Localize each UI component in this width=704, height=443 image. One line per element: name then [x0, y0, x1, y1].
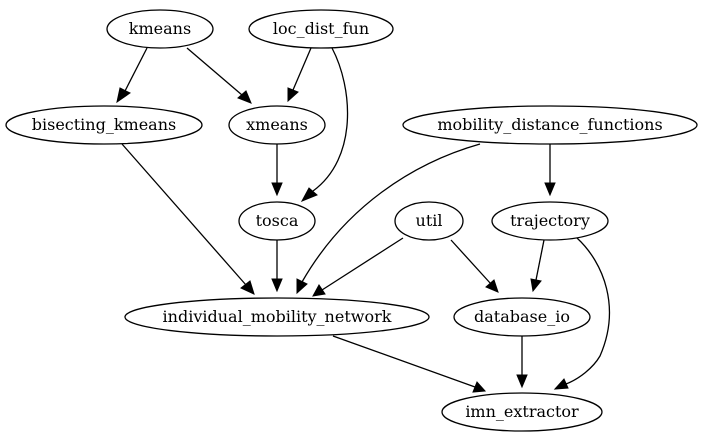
edge-tosca-to-individual_mobility_network [271, 240, 283, 293]
node-label: util [416, 211, 443, 230]
edge-trajectory-to-database_io [530, 239, 545, 293]
node-kmeans: kmeans [106, 9, 214, 49]
node-label: mobility_distance_functions [437, 115, 662, 134]
edge-line [450, 239, 492, 285]
node-label: individual_mobility_network [163, 307, 392, 326]
arrowhead [296, 278, 308, 295]
arrowhead [300, 187, 318, 202]
arrowhead [287, 87, 299, 103]
node-label: database_io [474, 307, 570, 326]
edge-line [535, 239, 545, 281]
edge-line [186, 47, 243, 96]
edge-line [332, 335, 476, 388]
node-label: tosca [256, 211, 299, 230]
node-ellipse [248, 9, 394, 49]
arrowhead [544, 182, 556, 197]
node-ellipse [441, 392, 603, 432]
arrowhead [530, 278, 542, 293]
arrowhead [271, 278, 283, 293]
node-util: util [394, 201, 464, 241]
node-ellipse [453, 297, 591, 337]
node-database_io: database_io [453, 297, 591, 337]
node-label: xmeans [246, 115, 308, 134]
arrowhead [472, 381, 487, 393]
edge-util-to-individual_mobility_network [312, 237, 404, 297]
node-ellipse [124, 297, 430, 337]
arrowhead [516, 374, 528, 389]
edge-line [121, 143, 247, 286]
node-ellipse [491, 201, 609, 241]
node-bisecting_kmeans: bisecting_kmeans [5, 105, 203, 145]
node-xmeans: xmeans [228, 105, 326, 145]
edge-line [292, 47, 312, 91]
edge-kmeans-to-xmeans [186, 47, 252, 104]
node-label: kmeans [129, 19, 191, 38]
edge-kmeans-to-bisecting_kmeans [116, 47, 148, 104]
edges-layer [116, 47, 611, 393]
edge-loc_dist_fun-to-xmeans [287, 47, 312, 103]
edge-util-to-database_io [450, 239, 499, 293]
node-trajectory: trajectory [491, 201, 609, 241]
node-ellipse [5, 105, 203, 145]
edge-mobility_distance_functions-to-trajectory [544, 144, 556, 197]
node-label: trajectory [510, 211, 590, 230]
node-ellipse [394, 201, 464, 241]
edge-line [312, 47, 349, 192]
edge-bisecting_kmeans-to-individual_mobility_network [121, 143, 255, 295]
node-label: bisecting_kmeans [32, 115, 176, 134]
node-ellipse [238, 201, 316, 241]
arrowhead [312, 284, 326, 297]
node-label: imn_extractor [465, 402, 579, 421]
arrowhead [553, 378, 569, 390]
arrowhead [116, 87, 131, 104]
edge-line [565, 237, 611, 385]
edge-mobility_distance_functions-to-individual_mobility_network [296, 143, 481, 295]
arrowhead [237, 90, 252, 104]
node-loc_dist_fun: loc_dist_fun [248, 9, 394, 49]
arrowhead [240, 280, 255, 295]
edge-xmeans-to-tosca [271, 144, 283, 197]
edge-individual_mobility_network-to-imn_extractor [332, 335, 487, 393]
arrowhead [485, 279, 499, 293]
node-label: loc_dist_fun [273, 19, 369, 38]
node-ellipse [402, 105, 698, 145]
node-imn_extractor: imn_extractor [441, 392, 603, 432]
edge-line [124, 47, 148, 92]
node-ellipse [228, 105, 326, 145]
node-mobility_distance_functions: mobility_distance_functions [402, 105, 698, 145]
node-individual_mobility_network: individual_mobility_network [124, 297, 430, 337]
node-tosca: tosca [238, 201, 316, 241]
node-ellipse [106, 9, 214, 49]
edge-database_io-to-imn_extractor [516, 336, 528, 389]
nodes-layer: kmeans loc_dist_fun bisecting_kmeans xmeans… [5, 9, 698, 432]
edge-trajectory-to-imn_extractor [553, 237, 611, 390]
edge-line [321, 237, 404, 291]
edge-loc_dist_fun-to-tosca [300, 47, 349, 202]
arrowhead [271, 182, 283, 197]
edge-line [301, 143, 481, 283]
